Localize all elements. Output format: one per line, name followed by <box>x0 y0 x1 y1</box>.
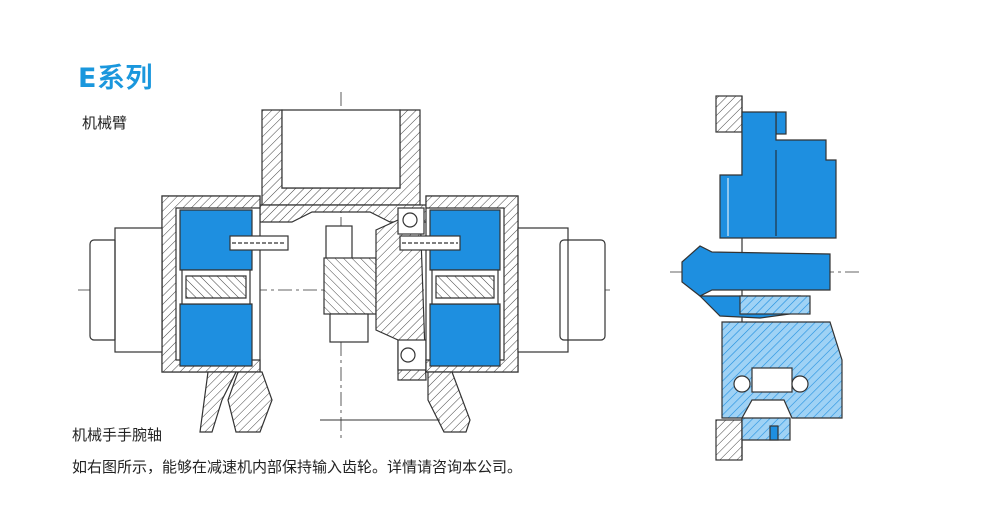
robot-arm-label: 机械臂 <box>82 114 128 132</box>
description-text: 如右图所示，能够在减速机内部保持输入齿轮。详情请咨询本公司。 <box>72 458 523 476</box>
wrist-axis-label: 机械手手腕轴 <box>72 426 163 444</box>
arm-joint-diagram <box>78 92 610 440</box>
series-title: E系列 <box>78 63 154 94</box>
wrist-axis-diagram <box>670 95 860 461</box>
